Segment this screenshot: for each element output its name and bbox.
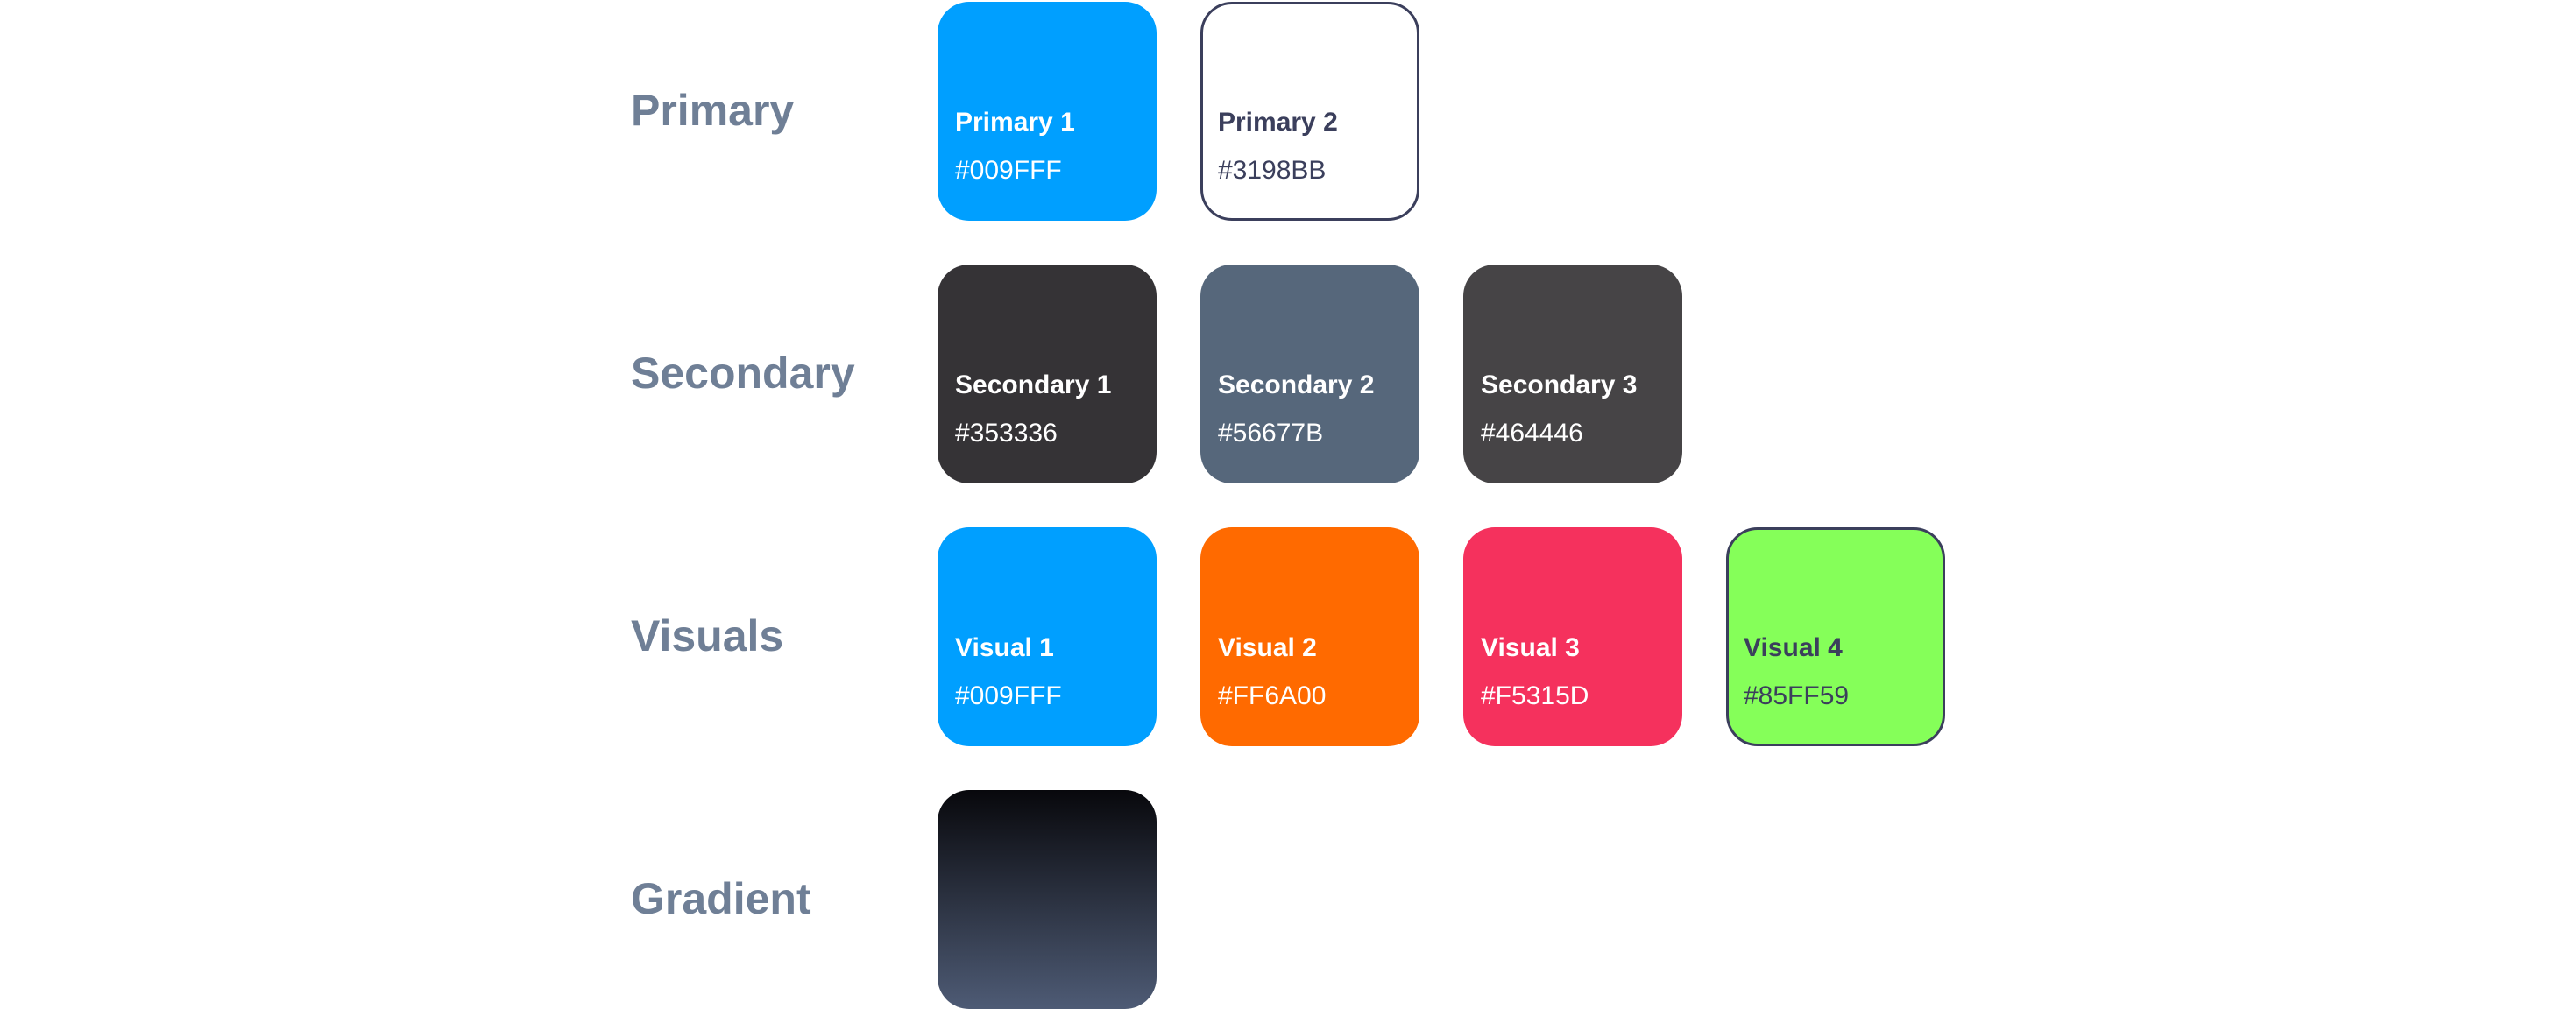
swatch-visual-2[interactable]: Visual 2 #FF6A00 — [1200, 527, 1419, 746]
swatch-visual-3[interactable]: Visual 3 #F5315D — [1463, 527, 1682, 746]
swatch-name: Secondary 3 — [1481, 370, 1638, 399]
swatch-hex: #F5315D — [1481, 681, 1589, 710]
swatch-gradient[interactable] — [938, 790, 1157, 1009]
swatch-primary-2[interactable]: Primary 2 #3198BB — [1200, 2, 1419, 221]
swatch-primary-1[interactable]: Primary 1 #009FFF — [938, 2, 1157, 221]
swatch-hex: #3198BB — [1218, 156, 1327, 185]
swatch-name: Secondary 1 — [955, 370, 1112, 399]
group-label-visuals: Visuals — [631, 611, 784, 660]
swatch-hex: #353336 — [955, 419, 1058, 448]
swatch-name: Visual 3 — [1481, 633, 1580, 662]
swatch-hex: #FF6A00 — [1218, 681, 1327, 710]
swatch-name: Visual 4 — [1744, 633, 1843, 662]
group-label-secondary: Secondary — [631, 349, 855, 398]
swatch-secondary-1[interactable]: Secondary 1 #353336 — [938, 265, 1157, 483]
swatch-name: Visual 1 — [955, 633, 1054, 662]
swatch-name: Visual 2 — [1218, 633, 1317, 662]
group-label-primary: Primary — [631, 86, 795, 135]
swatch-secondary-3[interactable]: Secondary 3 #464446 — [1463, 265, 1682, 483]
swatch-hex: #009FFF — [955, 156, 1062, 185]
swatch-hex: #009FFF — [955, 681, 1062, 710]
group-label-gradient: Gradient — [631, 874, 811, 923]
swatch-visual-4[interactable]: Visual 4 #85FF59 — [1726, 527, 1945, 746]
swatch-hex: #85FF59 — [1744, 681, 1850, 710]
swatch-name: Secondary 2 — [1218, 370, 1375, 399]
swatch-name: Primary 2 — [1218, 108, 1338, 137]
swatch-hex: #464446 — [1481, 419, 1583, 448]
swatch-visual-1[interactable]: Visual 1 #009FFF — [938, 527, 1157, 746]
swatch-name: Primary 1 — [955, 108, 1075, 137]
swatch-hex: #56677B — [1218, 419, 1324, 448]
swatch-secondary-2[interactable]: Secondary 2 #56677B — [1200, 265, 1419, 483]
